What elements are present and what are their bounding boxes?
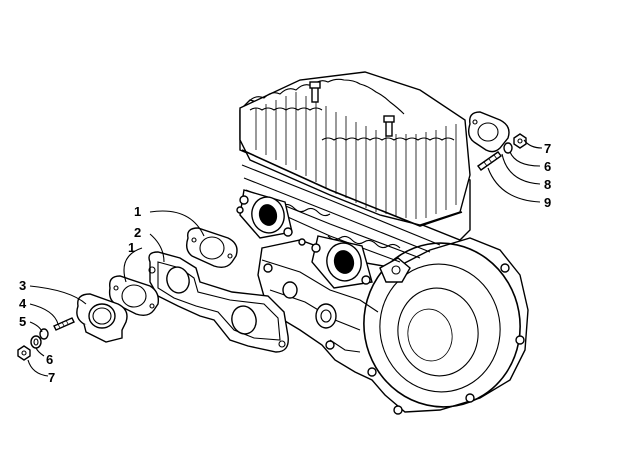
callout-2: 2 <box>134 225 141 240</box>
callout-3: 3 <box>19 278 26 293</box>
callout-7-right: 7 <box>544 141 551 156</box>
cylinder-head <box>239 71 471 227</box>
intake-flange <box>76 293 128 343</box>
callout-8: 8 <box>544 177 551 192</box>
callout-6-left: 6 <box>46 352 53 367</box>
callout-9: 9 <box>544 195 551 210</box>
exhaust-flange-right <box>467 111 510 153</box>
engine-crankcase <box>257 237 529 415</box>
stud-washer-nut-right <box>477 133 527 171</box>
callout-5: 5 <box>19 314 26 329</box>
intake-gasket-upper <box>185 227 238 269</box>
callout-7-left: 7 <box>48 370 55 385</box>
stud-washer-nut-left <box>17 317 75 361</box>
leader-lines <box>27 139 543 377</box>
intake-gasket-plate <box>148 251 289 353</box>
callout-labels-right: 7 6 8 9 <box>544 141 551 210</box>
callout-4: 4 <box>19 296 27 311</box>
intake-ports <box>236 189 373 289</box>
callout-6-right: 6 <box>544 159 551 174</box>
callout-1-upper: 1 <box>134 204 141 219</box>
callout-labels-left: 1 2 1 3 4 5 6 7 <box>19 204 141 385</box>
callout-1-lower: 1 <box>128 240 135 255</box>
